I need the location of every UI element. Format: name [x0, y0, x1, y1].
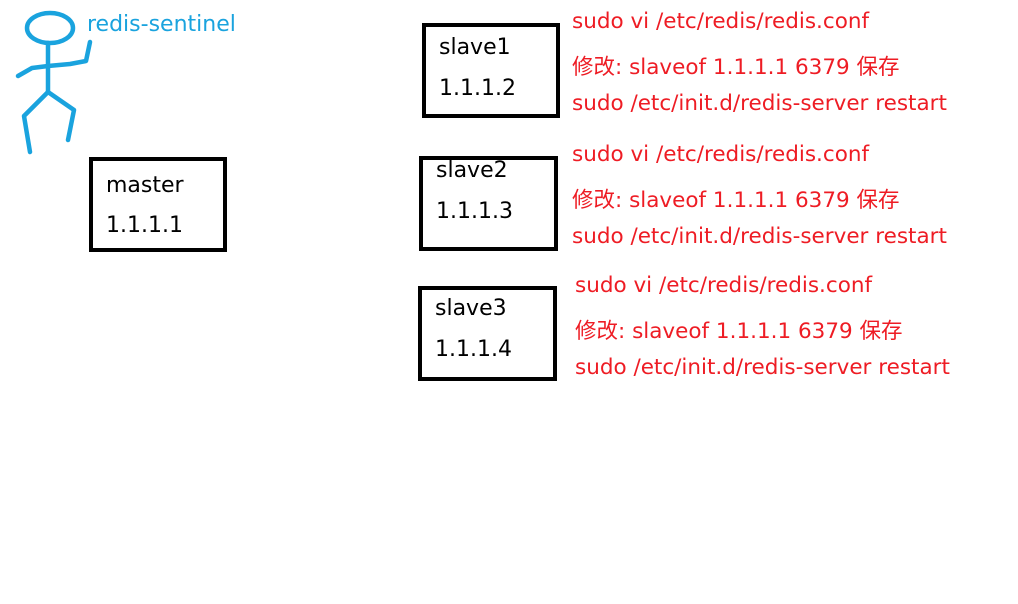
slave1-command-line: 修改: slaveof 1.1.1.1 6379 保存	[572, 55, 900, 80]
sentinel-label: redis-sentinel	[87, 12, 236, 37]
slave1-node-name: slave1	[439, 35, 511, 60]
slave3-node-box: slave3 1.1.1.4	[418, 286, 557, 381]
slave3-node-ip: 1.1.1.4	[435, 337, 512, 362]
slave3-command-line: sudo vi /etc/redis/redis.conf	[575, 273, 873, 298]
sentinel-stick-figure-icon	[15, 10, 93, 155]
slave1-node-box: slave1 1.1.1.2	[422, 23, 560, 118]
slave2-command-line: sudo vi /etc/redis/redis.conf	[572, 142, 870, 167]
slave2-command-line: 修改: slaveof 1.1.1.1 6379 保存	[572, 188, 900, 213]
master-node-name: master	[106, 173, 184, 198]
master-node-ip: 1.1.1.1	[106, 213, 183, 238]
slave1-node-ip: 1.1.1.2	[439, 76, 516, 101]
slave1-command-line: sudo /etc/init.d/redis-server restart	[572, 91, 947, 116]
slave2-command-line: sudo /etc/init.d/redis-server restart	[572, 224, 947, 249]
slave3-command-line: sudo /etc/init.d/redis-server restart	[575, 355, 950, 380]
slave2-node-box: slave2 1.1.1.3	[419, 156, 558, 251]
slave2-node-name: slave2	[436, 158, 508, 183]
slave3-command-line: 修改: slaveof 1.1.1.1 6379 保存	[575, 319, 903, 344]
slave1-command-line: sudo vi /etc/redis/redis.conf	[572, 9, 870, 34]
master-node-box: master 1.1.1.1	[89, 157, 227, 252]
slave2-node-ip: 1.1.1.3	[436, 199, 513, 224]
slave3-node-name: slave3	[435, 296, 507, 321]
